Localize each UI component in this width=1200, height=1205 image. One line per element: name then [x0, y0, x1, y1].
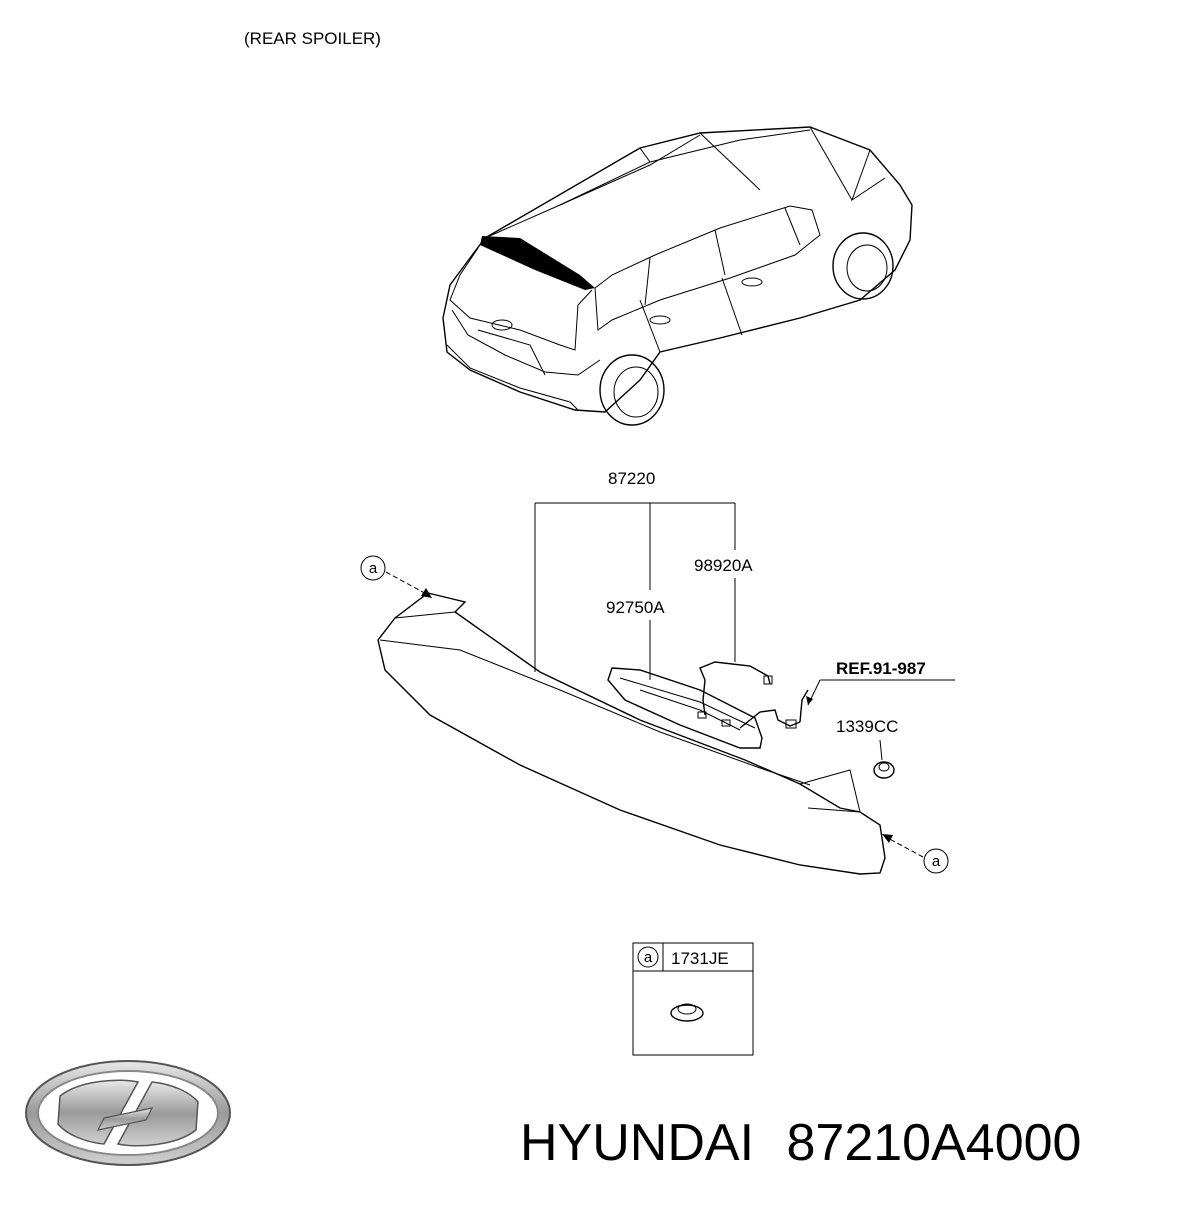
callout-a-left-letter: a: [369, 560, 378, 577]
label-1731je: 1731JE: [671, 949, 729, 968]
inset-letter: a: [644, 949, 653, 966]
label-1339cc: 1339CC: [836, 717, 898, 736]
footer-brand: HYUNDAI 87210A4000: [520, 1114, 1081, 1172]
front-wheel: [832, 232, 894, 300]
wiring-harness-part: [699, 661, 809, 729]
callout-a-right: a: [882, 834, 949, 874]
rear-wheel: [599, 354, 665, 426]
section-title: (REAR SPOILER): [244, 29, 381, 48]
footer-part-number: 87210A4000: [786, 1114, 1081, 1172]
inset-box-1731je: a 1731JE: [632, 942, 754, 1056]
roof-spoiler: [480, 236, 595, 290]
car-illustration: [442, 126, 913, 426]
assembly-leaders: [534, 502, 736, 680]
footer-brand-name: HYUNDAI: [520, 1114, 754, 1172]
grommet-part: [873, 739, 895, 779]
stop-lamp-part: [607, 667, 763, 749]
ref-leader: [806, 679, 955, 706]
label-87220: 87220: [608, 469, 655, 488]
plug-part: [670, 1004, 704, 1022]
callout-a-left: a: [360, 555, 432, 598]
hyundai-logo-icon: [25, 1060, 231, 1166]
callout-a-right-letter: a: [932, 853, 941, 870]
label-98920a: 98920A: [694, 556, 753, 575]
rear-spoiler-part: [377, 592, 886, 875]
label-ref-91-987: REF.91-987: [836, 659, 926, 678]
label-92750a: 92750A: [606, 598, 665, 617]
